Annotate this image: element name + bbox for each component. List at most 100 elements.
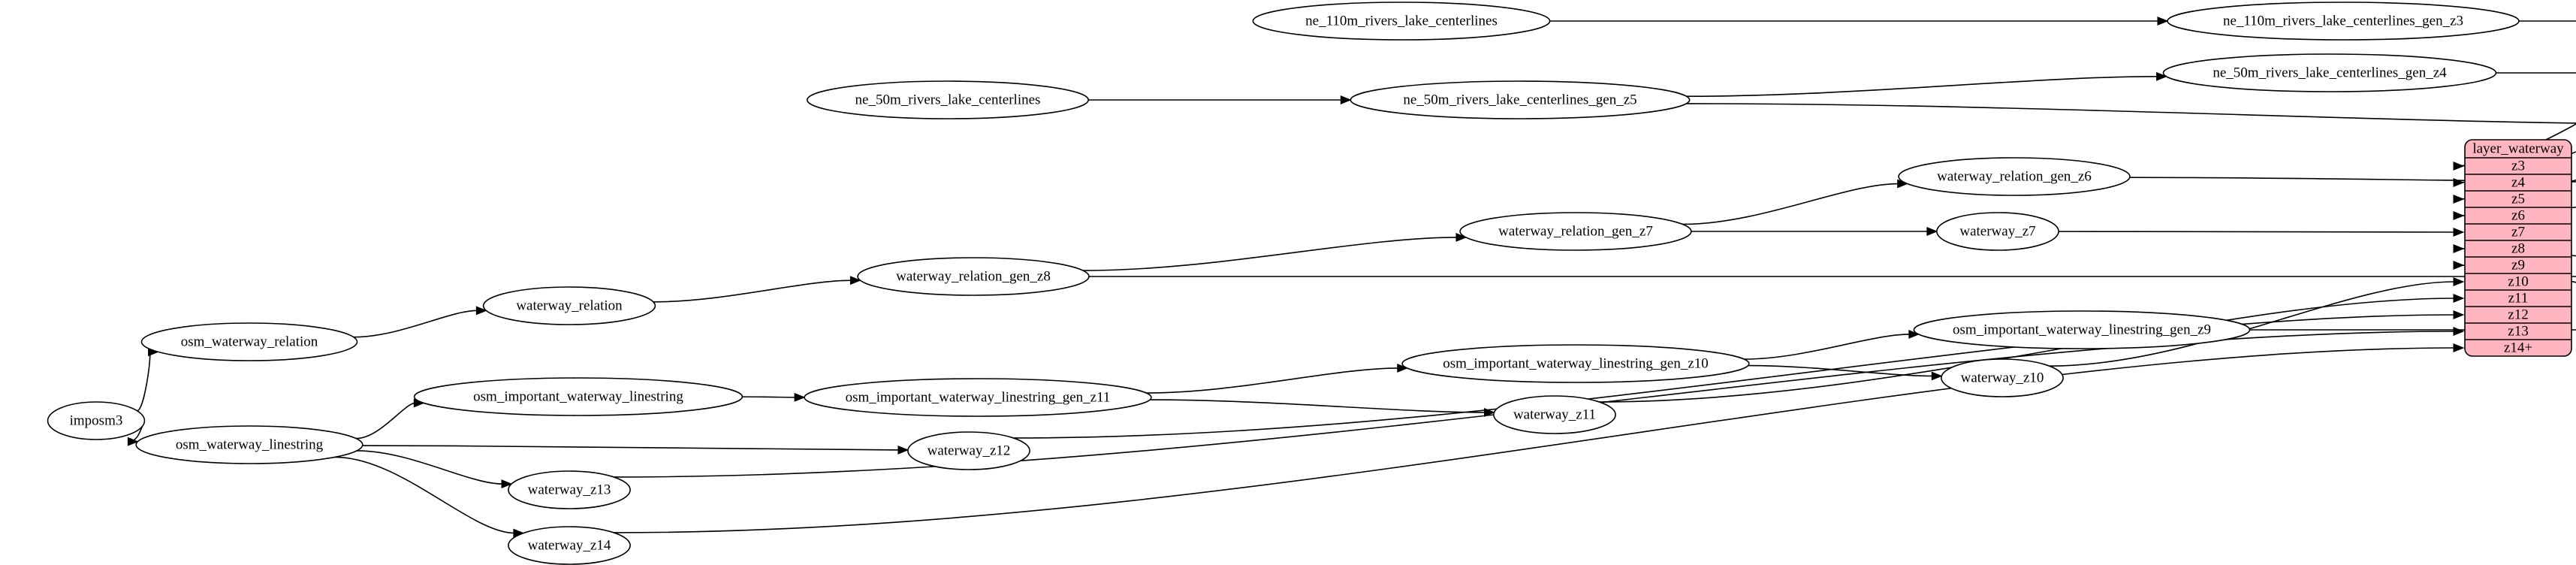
graph-node-waterway_z11[interactable]: waterway_z11 xyxy=(1493,395,1616,434)
nodes-layer: imposm3 osm_waterway_relation osm_waterway… xyxy=(47,2,2520,565)
record-row-z13[interactable]: z13 xyxy=(2508,323,2528,339)
graph-node-osm_important_waterway_linestring_gen_z9[interactable]: osm_important_waterway_linestring_gen_z9 xyxy=(1913,310,2251,349)
graph-node-ne_110m_rivers_lake_centerlines_gen_z3[interactable]: ne_110m_rivers_lake_centerlines_gen_z3 xyxy=(2167,2,2520,41)
node-ellipse xyxy=(1459,212,1692,251)
record-row-z4[interactable]: z4 xyxy=(2511,174,2525,190)
node-label: osm_important_waterway_linestring xyxy=(473,388,683,404)
graph-node-ne_50m_rivers_lake_centerlines_gen_z4[interactable]: ne_50m_rivers_lake_centerlines_gen_z4 xyxy=(2162,53,2497,92)
node-ellipse xyxy=(140,322,358,361)
edge-waterway_z7-to-z7 xyxy=(2059,231,2455,233)
graph-node-waterway_relation_gen_z8[interactable]: waterway_relation_gen_z8 xyxy=(857,257,1090,296)
node-label: waterway_relation_gen_z6 xyxy=(1937,168,2092,184)
edge-waterway_z10-to-z10 xyxy=(2049,281,2455,367)
record-node-layer-waterway[interactable] xyxy=(2464,139,2572,357)
node-ellipse xyxy=(2167,2,2520,41)
node-ellipse xyxy=(1936,212,2059,251)
node-ellipse xyxy=(482,286,656,325)
edge-arrowhead xyxy=(2157,17,2169,26)
graph-node-osm_waterway_linestring[interactable]: osm_waterway_linestring xyxy=(135,425,363,464)
edge-arrowhead xyxy=(2453,294,2465,303)
edge-arrowhead xyxy=(2156,71,2167,81)
edge-arrowhead xyxy=(2453,228,2465,237)
record-row-z10[interactable]: z10 xyxy=(2508,273,2528,289)
record-row-z11[interactable]: z11 xyxy=(2508,290,2529,306)
record-row-z8[interactable]: z8 xyxy=(2511,240,2525,256)
node-ellipse xyxy=(413,377,744,416)
node-label: waterway_z13 xyxy=(528,482,611,497)
node-ellipse xyxy=(1898,157,2131,196)
node-ellipse xyxy=(1401,344,1750,383)
node-label: osm_important_waterway_linestring_gen_z1… xyxy=(846,389,1111,405)
edge-arrowhead xyxy=(2453,244,2465,253)
node-label: osm_important_waterway_linestring_gen_z1… xyxy=(1443,355,1709,371)
record-row-z6[interactable]: z6 xyxy=(2511,207,2525,223)
edge-arrowhead xyxy=(1397,364,1409,373)
node-ellipse xyxy=(47,401,146,440)
record-row-z7[interactable]: z7 xyxy=(2511,224,2525,240)
node-label: osm_waterway_relation xyxy=(181,334,318,349)
node-label: ne_110m_rivers_lake_centerlines_gen_z3 xyxy=(2223,13,2463,29)
record-row-z9[interactable]: z9 xyxy=(2511,257,2525,273)
graph-node-waterway_z12[interactable]: waterway_z12 xyxy=(907,431,1030,470)
graph-node-waterway_relation[interactable]: waterway_relation xyxy=(482,286,656,325)
edge-waterway_z12-to-z12 xyxy=(1013,314,2455,439)
record-row-z14plus[interactable]: z14+ xyxy=(2504,340,2532,355)
record-row-z3[interactable]: z3 xyxy=(2511,158,2525,174)
graph-node-osm_waterway_relation[interactable]: osm_waterway_relation xyxy=(140,322,358,361)
edge-osm_waterway_linestring-to-waterway_z12 xyxy=(362,445,900,451)
node-label: waterway_relation_gen_z7 xyxy=(1498,223,1653,239)
node-ellipse xyxy=(1913,310,2251,349)
graph-node-waterway_relation_gen_z6[interactable]: waterway_relation_gen_z6 xyxy=(1898,157,2131,196)
node-ellipse xyxy=(804,378,1152,417)
node-label: waterway_z7 xyxy=(1959,223,2035,239)
edge-arrowhead xyxy=(501,479,513,489)
edge-waterway_relation_gen_z8-to-waterway_relation_gen_z7 xyxy=(1083,237,1458,271)
node-label: ne_50m_rivers_lake_centerlines xyxy=(855,92,1041,107)
graph-node-waterway_z7[interactable]: waterway_z7 xyxy=(1936,212,2059,251)
edge-osm_important_waterway_linestring_gen_z11-to-osm_important_waterway_linestring_gen_z10 xyxy=(1146,367,1399,394)
edge-arrowhead xyxy=(2453,310,2465,319)
graph-node-waterway_z13[interactable]: waterway_z13 xyxy=(508,470,631,509)
node-ellipse xyxy=(1350,80,1691,119)
record-row-z5[interactable]: z5 xyxy=(2511,191,2525,207)
edge-osm_important_waterway_linestring_gen_z10-to-osm_important_waterway_linestring_gen_z9 xyxy=(1744,334,1911,360)
node-label: waterway_z11 xyxy=(1513,406,1596,422)
edge-arrowhead xyxy=(475,306,487,316)
node-ellipse xyxy=(1493,395,1616,434)
graph-node-imposm3[interactable]: imposm3 xyxy=(47,401,146,440)
edge-arrowhead xyxy=(2453,162,2465,171)
edge-arrowhead xyxy=(127,437,139,446)
edge-ne_50m_rivers_lake_centerlines_gen_z5-to-ne_50m_rivers_lake_centerlines_gen_z4 xyxy=(1686,75,2158,98)
node-ellipse xyxy=(1252,2,1551,41)
graph-node-waterway_z10[interactable]: waterway_z10 xyxy=(1941,358,2064,397)
edge-waterway_z14-to-z14+ xyxy=(614,347,2455,533)
graph-node-osm_important_waterway_linestring[interactable]: osm_important_waterway_linestring xyxy=(413,377,744,416)
edge-ne_50m_rivers_lake_centerlines_gen_z5-to-waterway_z5 xyxy=(1686,103,2576,124)
node-ellipse xyxy=(1941,358,2064,397)
edge-arrowhead xyxy=(794,392,806,402)
graph-node-osm_important_waterway_linestring_gen_z10[interactable]: osm_important_waterway_linestring_gen_z1… xyxy=(1401,344,1750,383)
node-label: waterway_relation_gen_z8 xyxy=(896,268,1051,284)
graph-node-osm_important_waterway_linestring_gen_z11[interactable]: osm_important_waterway_linestring_gen_z1… xyxy=(804,378,1152,417)
record-row-z12[interactable]: z12 xyxy=(2508,307,2528,322)
node-label: osm_important_waterway_linestring_gen_z9 xyxy=(1953,322,2211,337)
node-label: osm_waterway_linestring xyxy=(176,437,324,452)
edge-arrowhead xyxy=(2453,261,2465,270)
graph-node-ne_50m_rivers_lake_centerlines_gen_z5[interactable]: ne_50m_rivers_lake_centerlines_gen_z5 xyxy=(1350,80,1691,119)
graph-node-ne_50m_rivers_lake_centerlines[interactable]: ne_50m_rivers_lake_centerlines xyxy=(807,80,1090,119)
edge-arrowhead xyxy=(2453,178,2465,187)
edge-osm_important_waterway_linestring_gen_z10-to-waterway_z10 xyxy=(1748,364,1933,377)
node-ellipse xyxy=(857,257,1090,296)
edge-osm_important_waterway_linestring_gen_z11-to-waterway_z11 xyxy=(1150,399,1486,413)
edge-osm_waterway_relation-to-waterway_relation xyxy=(353,310,478,338)
edge-arrowhead xyxy=(1455,232,1467,242)
graph-node-waterway_relation_gen_z7[interactable]: waterway_relation_gen_z7 xyxy=(1459,212,1692,251)
graph-node-ne_110m_rivers_lake_centerlines[interactable]: ne_110m_rivers_lake_centerlines xyxy=(1252,2,1551,41)
node-label: ne_50m_rivers_lake_centerlines_gen_z5 xyxy=(1403,92,1636,107)
node-label: ne_50m_rivers_lake_centerlines_gen_z4 xyxy=(2213,65,2447,80)
edge-waterway_z11-to-z11 xyxy=(1599,298,2455,403)
edge-arrowhead xyxy=(849,276,861,286)
graph-node-waterway_z14[interactable]: waterway_z14 xyxy=(508,526,631,565)
